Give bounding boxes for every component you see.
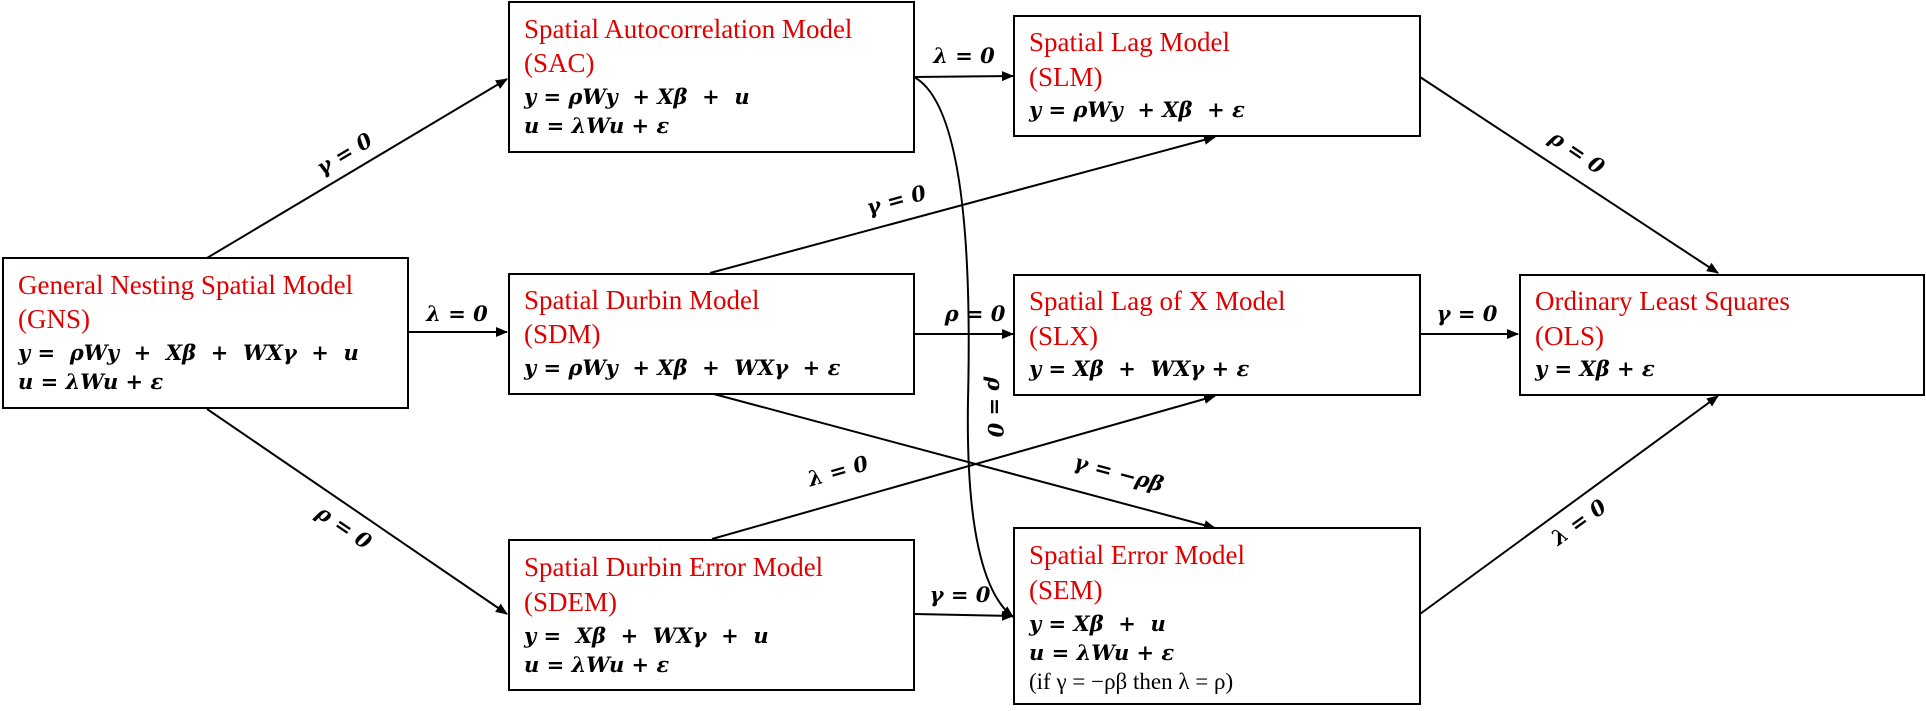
edge-label-gns-sdem: ρ = 0 xyxy=(311,499,377,554)
node-slx-title: Spatial Lag of X Model xyxy=(1029,286,1285,316)
edge-sdm-sem: γ = −ρβ xyxy=(709,392,1216,530)
node-sem-equation-1: y = Xβ + u xyxy=(1028,611,1166,636)
edge-gns-sdm: λ = 0 xyxy=(408,301,508,337)
node-sdm-abbr: (SDM) xyxy=(524,319,601,349)
edge-label-sdm-sem: γ = −ρβ xyxy=(1071,449,1166,497)
node-sac-equation-2: u = λWu + ε xyxy=(524,113,669,138)
node-sac-abbr: (SAC) xyxy=(524,48,595,78)
node-slx: Spatial Lag of X Model (SLX) y = Xβ + WX… xyxy=(1013,274,1421,396)
edge-slx-ols: γ = 0 xyxy=(1420,301,1519,339)
edge-slm-ols: ρ = 0 xyxy=(1419,76,1719,274)
node-sdm: Spatial Durbin Model (SDM) y = ρWy + Xβ … xyxy=(508,273,915,395)
node-sdem-equation-1: y = Xβ + WXγ + u xyxy=(523,623,769,648)
node-slm-equation-1: y = ρWy + Xβ + ε xyxy=(1028,97,1245,122)
edge-sac-slm: λ = 0 xyxy=(913,43,1014,82)
edge-label-sac-sem: ρ = 0 xyxy=(983,376,1008,438)
edge-label-sem-ols: λ = 0 xyxy=(1546,494,1612,551)
node-gns-title: General Nesting Spatial Model xyxy=(18,270,353,300)
node-slm: Spatial Lag Model (SLM) y = ρWy + Xβ + ε xyxy=(1013,15,1421,137)
node-sdem-equation-2: u = λWu + ε xyxy=(524,652,669,677)
edge-gns-sdem: ρ = 0 xyxy=(206,408,508,615)
node-sdem-title: Spatial Durbin Error Model xyxy=(524,552,823,582)
node-sac-equation-1: y = ρWy + Xβ + u xyxy=(523,84,750,109)
node-sdem-abbr: (SDEM) xyxy=(524,587,617,617)
node-slm-title: Spatial Lag Model xyxy=(1029,27,1230,57)
edge-label-sdm-slm: γ = 0 xyxy=(864,180,929,220)
node-ols: Ordinary Least Squares (OLS) y = Xβ + ε xyxy=(1519,274,1925,396)
node-slm-abbr: (SLM) xyxy=(1029,62,1103,92)
edge-sac-sem: ρ = 0 xyxy=(913,76,1014,618)
edge-label-gns-sac: γ = 0 xyxy=(312,127,377,180)
node-ols-abbr: (OLS) xyxy=(1535,321,1604,351)
node-gns-equation-1: y = ρWy + Xβ + WXγ + u xyxy=(17,340,359,365)
node-sem-title: Spatial Error Model xyxy=(1029,540,1245,570)
node-ols-equation-1: y = Xβ + ε xyxy=(1534,356,1655,381)
node-sem-abbr: (SEM) xyxy=(1029,575,1103,605)
node-gns-abbr: (GNS) xyxy=(18,304,90,334)
node-slx-abbr: (SLX) xyxy=(1029,321,1098,351)
edge-label-slm-ols: ρ = 0 xyxy=(1544,124,1610,179)
edge-sem-ols: λ = 0 xyxy=(1419,395,1719,615)
node-sdem: Spatial Durbin Error Model (SDEM) y = Xβ… xyxy=(508,539,915,691)
node-gns-equation-2: u = λWu + ε xyxy=(18,369,163,394)
edge-sdm-slm: γ = 0 xyxy=(709,135,1216,274)
edge-gns-sac: γ = 0 xyxy=(206,78,508,259)
node-sac: Spatial Autocorrelation Model (SAC) y = … xyxy=(508,1,915,153)
edge-label-sdm-slx: ρ = 0 xyxy=(944,301,1006,326)
node-slx-equation-1: y = Xβ + WXγ + ε xyxy=(1028,356,1249,381)
edge-sdem-sem: γ = 0 xyxy=(913,582,1014,621)
node-ols-title: Ordinary Least Squares xyxy=(1535,286,1790,316)
edge-sdm-slx: ρ = 0 xyxy=(914,301,1014,339)
edge-label-gns-sdm: λ = 0 xyxy=(425,301,488,326)
edge-label-sdem-sem: γ = 0 xyxy=(930,582,991,607)
node-sdm-equation-1: y = ρWy + Xβ + WXγ + ε xyxy=(523,355,841,380)
node-sem-equation-2: u = λWu + ε xyxy=(1029,640,1174,665)
node-sem: Spatial Error Model (SEM) y = Xβ + u u =… xyxy=(1013,527,1421,705)
node-sac-title: Spatial Autocorrelation Model xyxy=(524,14,852,44)
node-sem-note: (if γ = −ρβ then λ = ρ) xyxy=(1029,669,1233,694)
edge-label-sac-slm: λ = 0 xyxy=(932,43,995,68)
edge-label-sdem-slx: λ = 0 xyxy=(804,450,871,491)
node-sdm-title: Spatial Durbin Model xyxy=(524,285,759,315)
edge-label-slx-ols: γ = 0 xyxy=(1437,301,1498,326)
node-gns: General Nesting Spatial Model (GNS) y = … xyxy=(2,257,409,409)
